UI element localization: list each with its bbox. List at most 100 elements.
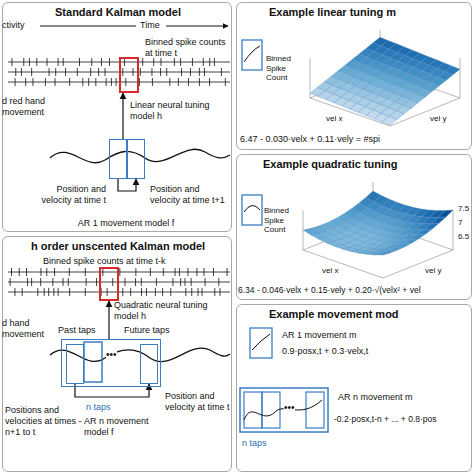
spike-tick [23, 58, 24, 66]
surface-patch [431, 217, 446, 224]
spike-tick [48, 288, 49, 296]
spike-tick [55, 68, 56, 76]
hand-trajectory [50, 149, 230, 163]
spike-tick [141, 288, 142, 296]
annotation: AR n movement m [338, 392, 413, 403]
spike-tick [68, 278, 69, 286]
spike-tick [101, 58, 102, 66]
spike-tick [187, 268, 188, 276]
spike-tick [124, 58, 125, 66]
spike-tick [142, 58, 143, 66]
spike-tick [31, 278, 32, 286]
spike-tick [32, 78, 33, 86]
spike-tick [163, 268, 164, 276]
spike-tick [188, 78, 189, 86]
spike-tick [29, 58, 30, 66]
spike-tick [36, 58, 37, 66]
spike-tick [199, 68, 200, 76]
spike-tick [40, 278, 41, 286]
annotation: -0.2·posx,t-n + ... + 0.8·pos [334, 414, 437, 424]
spike-tick [191, 278, 192, 286]
spike-tick [125, 78, 126, 86]
spike-tick [21, 68, 22, 76]
spike-tick [40, 268, 41, 276]
spike-tick [104, 68, 105, 76]
node-label: Position and velocity at time t [36, 184, 106, 206]
state-box: Position and velocity at time t+1 [127, 139, 145, 179]
spike-tick [150, 268, 151, 276]
connector-arrow [108, 301, 109, 339]
spike-tick [191, 288, 192, 296]
annotation: 6.47 - 0.030·velx + 0.11·vely = #spi [240, 134, 380, 145]
surface-patch [375, 253, 390, 255]
annotation: 7.5 [458, 204, 469, 214]
annotation: 7 [458, 218, 462, 228]
annotation: d red hand movement [2, 96, 48, 118]
spike-tick [190, 68, 191, 76]
spike-tick [152, 78, 153, 86]
spike-tick [37, 288, 38, 296]
spike-tick [209, 78, 210, 86]
annotation: Time [140, 20, 160, 31]
panel-title: Standard Kalman model [3, 6, 233, 19]
annotation: n taps [242, 438, 267, 449]
spike-tick [69, 288, 70, 296]
spike-tick [11, 268, 12, 276]
node-label: Positions and velocities at times -n+1 t… [5, 405, 83, 437]
edge-label: AR 1 movement model f [66, 218, 186, 229]
annotation: vel y [430, 114, 446, 124]
spike-tick [225, 78, 226, 86]
spike-tick [221, 68, 222, 76]
node-label: Position and velocity at time t [165, 391, 233, 413]
movement-box [250, 328, 272, 358]
spike-count-box: Binned spike counts at time t [119, 57, 139, 93]
spike-tick [119, 268, 120, 276]
spike-tick [90, 68, 91, 76]
taps-group: Positions and velocities at times -n+1 t… [61, 339, 161, 387]
state-box: Position and velocity at time t [140, 344, 158, 384]
spike-tick [14, 288, 15, 296]
spike-tick [65, 68, 66, 76]
velocity-box [242, 195, 262, 225]
spike-tick [91, 58, 92, 66]
spike-tick [141, 278, 142, 286]
spike-tick [196, 268, 197, 276]
spike-tick [86, 278, 87, 286]
plot-axis [310, 58, 311, 98]
annotation: vel y [425, 266, 441, 276]
spike-tick [198, 288, 199, 296]
spike-tick [185, 288, 186, 296]
spike-tick [199, 78, 200, 86]
spike-tick [192, 58, 193, 66]
spike-tick [218, 278, 219, 286]
connector-arrow [75, 384, 149, 397]
spike-tick [160, 68, 161, 76]
spike-tick [10, 278, 11, 286]
spike-tick [122, 68, 123, 76]
connector-arrow [118, 179, 136, 191]
spike-tick [166, 68, 167, 76]
spike-tick [172, 278, 173, 286]
spike-tick [130, 288, 131, 296]
spike-tick [102, 268, 103, 276]
trajectory-icon [244, 46, 260, 62]
tap-box [84, 342, 102, 382]
spike-tick [55, 78, 56, 86]
annotation: 6.34 - 0.046·velx + 0.15·vely + 0.20·√(v… [238, 285, 421, 295]
surface-patch [396, 243, 411, 247]
spike-tick [15, 78, 16, 86]
spike-tick [133, 68, 134, 76]
surface-patch [382, 250, 397, 253]
spike-tick [19, 268, 20, 276]
spike-tick [11, 58, 12, 66]
annotation: Future taps [124, 325, 170, 336]
spike-count-box: Binned spike counts at time t-k [99, 267, 119, 301]
spike-tick [53, 288, 54, 296]
spike-tick [31, 68, 32, 76]
trajectory-icon [252, 334, 270, 350]
spike-tick [160, 58, 161, 66]
time-arrow [166, 26, 228, 27]
panel: Example movement mod [236, 304, 472, 472]
